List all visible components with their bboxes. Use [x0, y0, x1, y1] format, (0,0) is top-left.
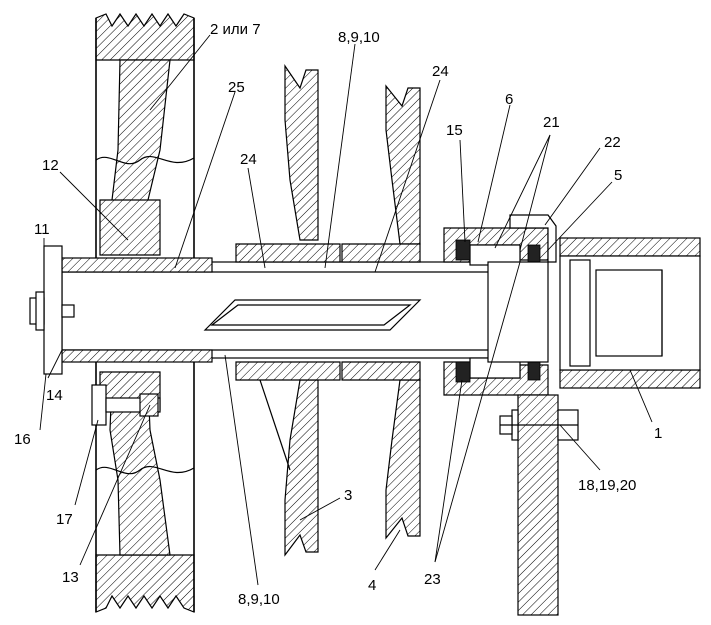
callout-4: 4 — [368, 577, 376, 594]
callout-6: 6 — [505, 91, 513, 108]
leader-lines — [39, 34, 653, 586]
callout-21: 21 — [543, 114, 560, 131]
callout-24-top: 24 — [432, 63, 449, 80]
end-cap — [29, 245, 75, 375]
callout-17: 17 — [56, 511, 73, 528]
bracket — [499, 394, 579, 616]
callout-8-9-10-top: 8,9,10 — [338, 29, 380, 46]
callout-5: 5 — [614, 167, 622, 184]
callout-1: 1 — [654, 425, 662, 442]
shaft — [61, 257, 493, 363]
callout-11: 11 — [34, 221, 50, 238]
callout-15: 15 — [446, 122, 463, 139]
callout-23: 23 — [424, 571, 441, 588]
callout-13: 13 — [62, 569, 79, 586]
callout-8-9-10-bottom: 8,9,10 — [238, 591, 280, 608]
callout-16: 16 — [14, 431, 31, 448]
callout-14: 14 — [46, 387, 63, 404]
callout-12: 12 — [42, 157, 59, 174]
hub-bolt — [91, 384, 161, 426]
tube-1 — [559, 237, 701, 389]
callout-24-mid: 24 — [240, 151, 257, 168]
callout-18-19-20: 18,19,20 — [578, 477, 636, 494]
callout-25: 25 — [228, 79, 245, 96]
callout-2-or-7: 2 или 7 — [210, 21, 261, 38]
callout-22: 22 — [604, 134, 621, 151]
callout-labels: 2 или 7 8,9,10 24 25 6 21 22 15 5 12 24 … — [14, 21, 662, 608]
callout-3: 3 — [344, 487, 352, 504]
bearing-housing — [443, 214, 557, 396]
